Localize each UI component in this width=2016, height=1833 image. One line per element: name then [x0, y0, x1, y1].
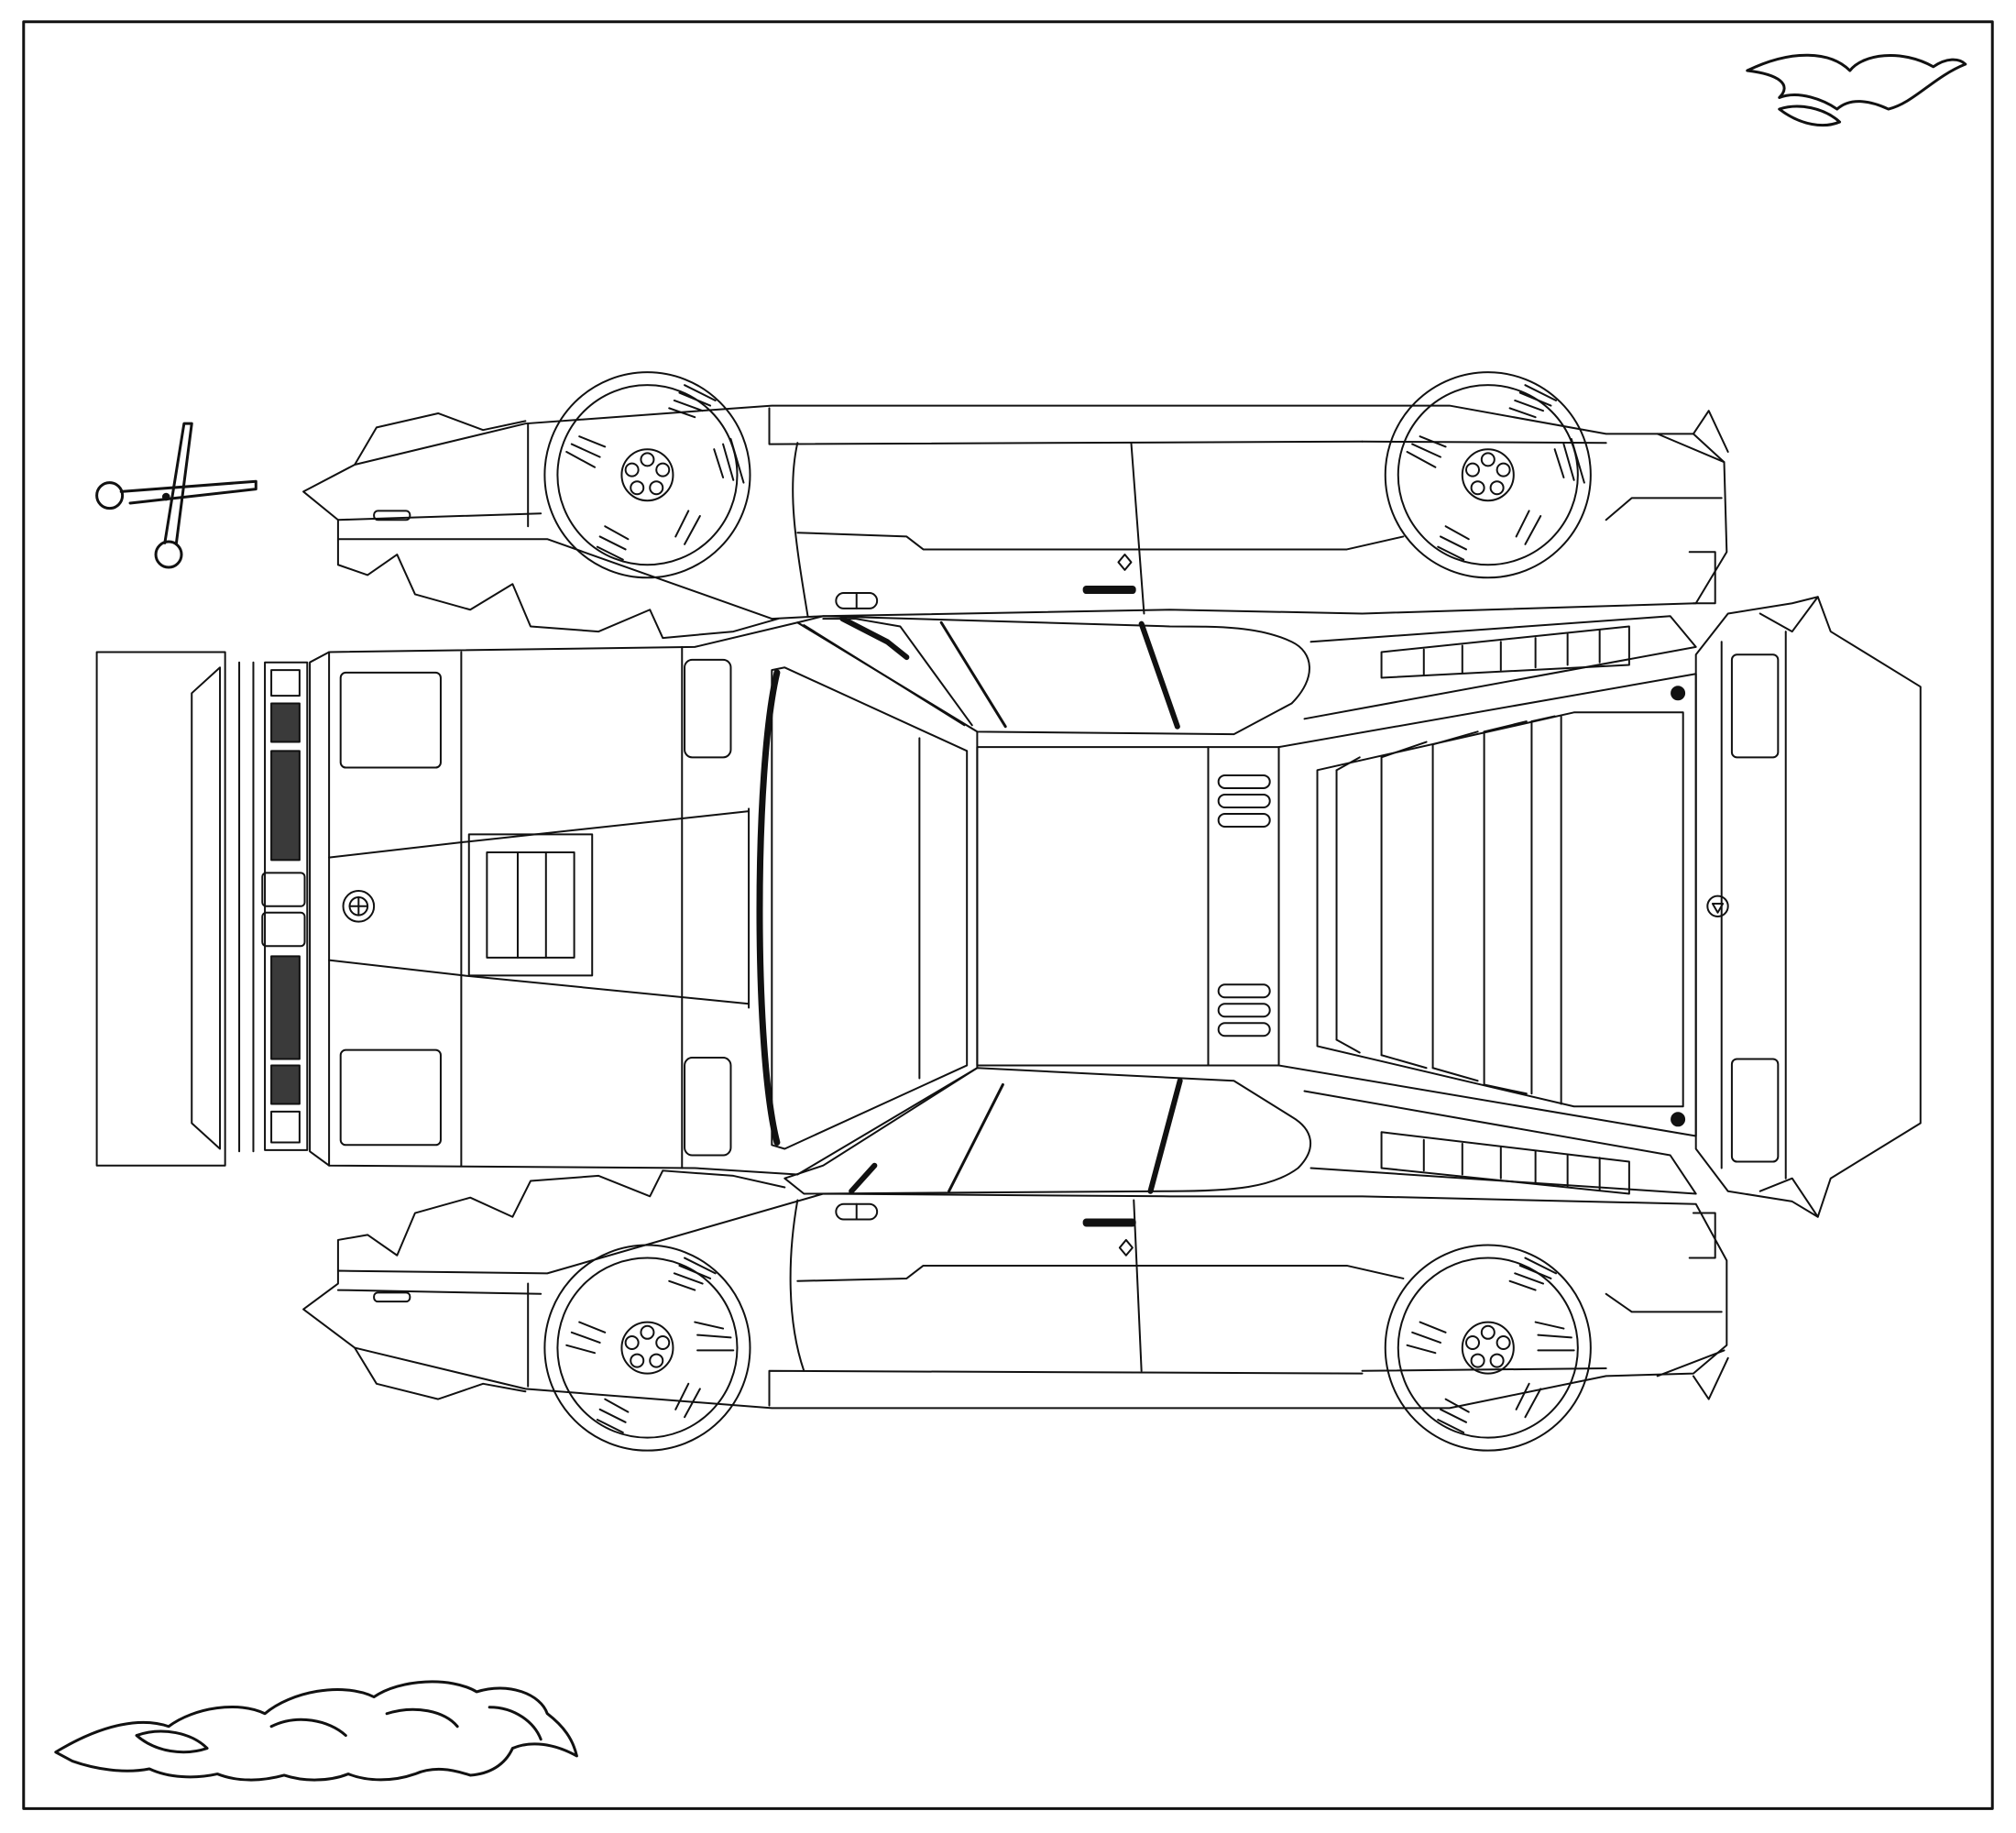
hood-badge [344, 891, 375, 922]
flame-bottom-left-icon [56, 1682, 577, 1780]
window-strip-bottom [784, 1068, 1695, 1193]
front-hood-panel [97, 622, 978, 1174]
wheel-top-rear [1386, 372, 1591, 577]
wheel-bottom-front [544, 1246, 750, 1451]
scissors-icon [97, 423, 257, 567]
wheel-top-front [544, 372, 750, 577]
side-panel-bottom [303, 1170, 1728, 1450]
roof-center-panel [977, 747, 1278, 1065]
rear-badge [1707, 896, 1727, 916]
wheel-bottom-rear [1386, 1246, 1591, 1451]
side-panel-top [303, 372, 1728, 638]
window-strip-top [797, 616, 1695, 734]
sheet-border [24, 22, 1992, 1809]
rear-deck-panel [1279, 597, 1921, 1216]
flame-top-right-icon [1748, 55, 1966, 125]
